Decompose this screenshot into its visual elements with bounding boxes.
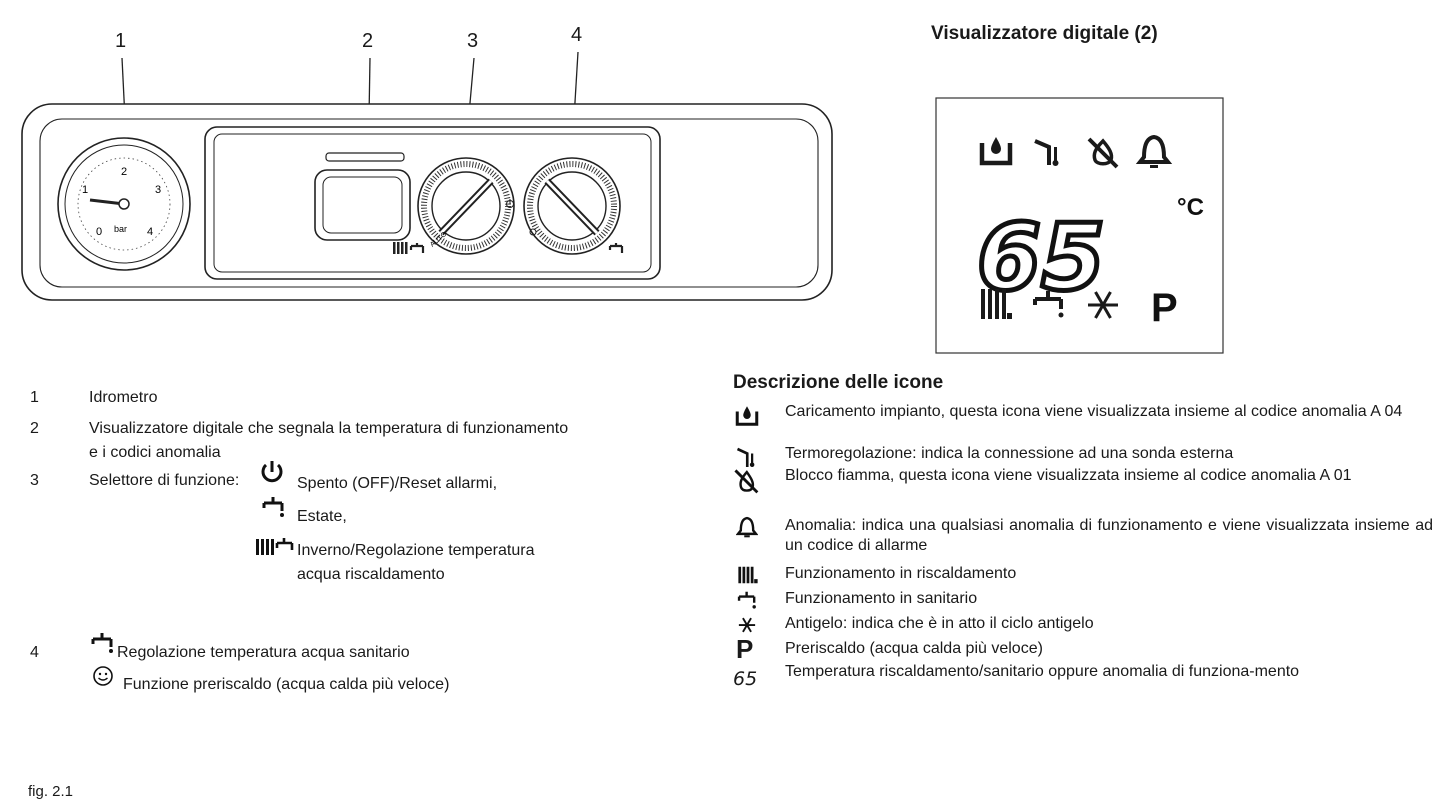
selector-option-summer: Estate, (297, 508, 347, 525)
gauge-tick-1: 1 (82, 184, 88, 196)
digital-display-panel: 65 °C P (935, 97, 1224, 354)
power-icon (261, 461, 283, 483)
legend-number: 4 (30, 644, 39, 661)
smiley-icon (93, 666, 113, 686)
radiator-icon (981, 289, 1012, 319)
pressure-gauge: 0 1 2 3 4 bar (57, 137, 191, 271)
flame-block-icon (734, 469, 759, 494)
desc-text: Caricamento impianto, questa icona viene… (785, 403, 1403, 420)
selector-option-winter: Inverno/Regolazione temperatura (297, 542, 535, 559)
function-selector-knob[interactable]: AUTO (417, 157, 515, 255)
legend: 1 Idrometro 2 Visualizzatore digitale ch… (30, 387, 700, 707)
gauge-tick-4: 4 (147, 226, 153, 238)
legend-text: Regolazione temperatura acqua sanitario (117, 644, 410, 661)
desc-text: Anomalia: indica una qualsiasi anomalia … (785, 517, 1433, 554)
water-fill-icon (735, 406, 759, 426)
callout-4: 4 (571, 24, 583, 46)
legend-text-cont: e i codici anomalia (89, 444, 221, 461)
selector-option-winter-cont: acqua riscaldamento (297, 566, 445, 583)
gauge-tick-3: 3 (155, 184, 161, 196)
figure-label: fig. 2.1 (28, 783, 74, 800)
callout-2: 2 (362, 30, 374, 52)
desc-text: Termoregolazione: indica la connessione … (785, 445, 1234, 462)
desc-text: Preriscaldo (acqua calda più veloce) (785, 640, 1043, 657)
tap-icon (1033, 291, 1064, 318)
gauge-tick-0: 0 (96, 226, 102, 238)
radiator-icon (738, 566, 758, 584)
temperature-unit: °C (1177, 194, 1204, 221)
control-panel-illustration: 0 1 2 3 4 bar AUTO (21, 51, 833, 301)
snowflake-icon (1088, 291, 1118, 319)
descriptions-title: Descrizione delle icone (733, 372, 944, 393)
display-window (314, 169, 411, 241)
bell-icon (1135, 134, 1173, 168)
legend-number: 2 (30, 420, 39, 437)
gauge-tick-2: 2 (121, 166, 127, 178)
legend-number: 1 (30, 389, 39, 406)
bell-icon (736, 516, 758, 538)
flame-block-icon (1087, 137, 1119, 169)
preheat-p-icon: P (1151, 286, 1178, 330)
tap-icon (737, 591, 756, 609)
legend-number: 3 (30, 472, 39, 489)
callout-3: 3 (467, 30, 479, 52)
power-mark-icon (506, 199, 514, 208)
temp-display-icon: 65 (733, 668, 758, 690)
snowflake-icon (738, 617, 756, 633)
legend-text: Selettore di funzione: (89, 472, 240, 489)
descriptions-list: Caricamento impianto, questa icona viene… (733, 402, 1433, 802)
radiator-tap-mark-icon (393, 242, 425, 254)
desc-text: Blocco fiamma, questa icona viene visual… (785, 467, 1352, 484)
legend-text: Visualizzatore digitale che segnala la t… (89, 420, 569, 437)
water-fill-icon (979, 137, 1013, 166)
dhw-temperature-knob[interactable] (523, 157, 621, 255)
tap-icon (91, 633, 113, 653)
p-icon: P (736, 634, 754, 664)
tap-icon (262, 497, 284, 517)
external-sensor-icon (736, 447, 755, 467)
desc-text: Antigelo: indica che è in atto il ciclo … (785, 615, 1094, 632)
tap-mark-icon (608, 243, 624, 253)
selector-option-off: Spento (OFF)/Reset allarmi, (297, 475, 498, 492)
preheat-text: Funzione preriscaldo (acqua calda più ve… (123, 676, 450, 693)
gauge-unit: bar (114, 224, 127, 234)
desc-text: Temperatura riscaldamento/sanitario oppu… (785, 663, 1300, 680)
callout-1: 1 (115, 30, 127, 52)
radiator-tap-icon (256, 538, 294, 555)
desc-text: Funzionamento in riscaldamento (785, 565, 1017, 582)
panel-title: Visualizzatore digitale (2) (931, 23, 1158, 44)
external-sensor-icon (1034, 139, 1059, 166)
legend-text: Idrometro (89, 389, 158, 406)
desc-text: Funzionamento in sanitario (785, 590, 978, 607)
